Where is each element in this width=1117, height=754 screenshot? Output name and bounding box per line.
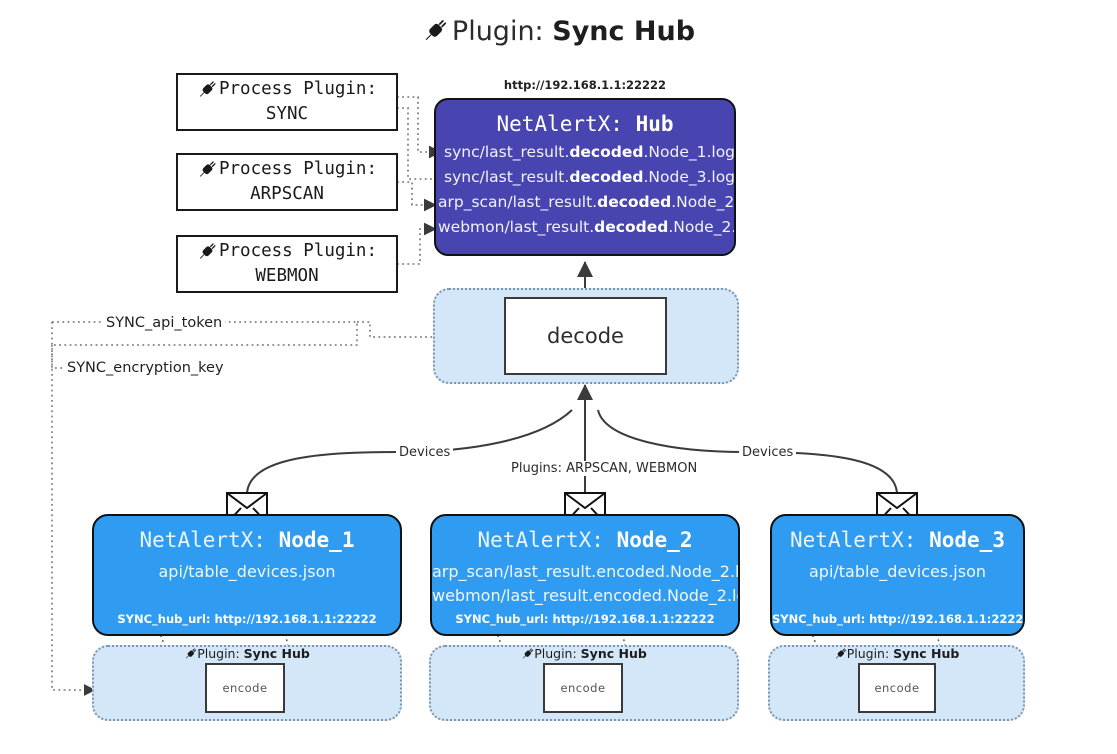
encode-box-node-1[interactable]: encode <box>205 663 285 713</box>
encode-box-node-2[interactable]: encode <box>543 663 623 713</box>
plug-icon <box>184 647 197 663</box>
encode-box-node-3[interactable]: encode <box>858 663 936 713</box>
plug-icon <box>521 647 534 663</box>
node-header-name: Node_3 <box>929 528 1005 552</box>
encode-label: encode <box>222 681 268 695</box>
node-header-name: Node_2 <box>616 528 693 552</box>
sync-encryption-key-label: SYNC_encryption_key <box>64 360 227 376</box>
node-header: NetAlertX: Node_1 <box>94 528 400 552</box>
encode-label: encode <box>874 681 920 695</box>
devices-left-label: Devices <box>396 445 454 460</box>
node-resource-line: api/table_devices.json <box>808 562 986 581</box>
log-pre: arp_scan/last_result. <box>438 193 598 211</box>
process-plugin-sync-box[interactable]: Process Plugin: SYNC <box>176 73 398 131</box>
hub-log-line: webmon/last_result.decoded.Node_2.log <box>436 218 734 236</box>
log-post: .Node_3.log <box>643 168 736 186</box>
plugin-label-name: Sync Hub <box>893 646 960 661</box>
node-header: NetAlertX: Node_2 <box>432 528 738 552</box>
node-header-name: Node_1 <box>278 528 355 552</box>
log-mid: decoded <box>597 193 672 211</box>
node-hub-url: SYNC_hub_url: http://192.168.1.1:22222 <box>117 612 377 626</box>
process-plugin-name: WEBMON <box>255 266 319 286</box>
title-name: Sync Hub <box>552 16 696 47</box>
process-plugin-webmon-box[interactable]: Process Plugin: WEBMON <box>176 235 398 293</box>
log-pre: webmon/last_result. <box>438 218 595 236</box>
encode-plugin-label-node-2: Plugin: Sync Hub <box>429 646 739 663</box>
node-header-prefix: NetAlertX: <box>477 528 604 552</box>
plug-icon <box>422 17 448 50</box>
decode-box[interactable]: decode <box>504 297 667 375</box>
hub-log-line: sync/last_result.decoded.Node_3.log <box>436 168 734 186</box>
process-plugin-title: Process Plugin: <box>218 240 378 261</box>
plug-icon <box>834 647 847 663</box>
decode-label: decode <box>547 324 624 348</box>
log-post: .Node_1.log <box>643 143 736 161</box>
node-resource-line: arp_scan/last_result.encoded.Node_2.log <box>432 562 740 581</box>
log-pre: sync/last_result. <box>444 143 570 161</box>
hub-header-prefix: NetAlertX: <box>496 112 623 136</box>
devices-right-label: Devices <box>739 445 797 460</box>
plugin-label-name: Sync Hub <box>580 646 647 661</box>
node-box-node-3[interactable]: NetAlertX: Node_3 api/table_devices.json… <box>770 514 1025 636</box>
sync-api-token-label: SYNC_api_token <box>103 315 226 331</box>
log-mid: decoded <box>594 218 669 236</box>
log-mid: decoded <box>569 143 644 161</box>
plug-icon <box>197 241 217 261</box>
process-plugin-title: Process Plugin: <box>218 78 378 99</box>
node-header: NetAlertX: Node_3 <box>772 528 1023 552</box>
process-plugin-name: ARPSCAN <box>250 184 324 204</box>
log-mid: decoded <box>569 168 644 186</box>
node-resource-line: webmon/last_result.encoded.Node_2.log <box>432 586 740 605</box>
plug-icon <box>197 79 217 99</box>
hub-log-line: arp_scan/last_result.decoded.Node_2.log <box>436 193 734 211</box>
node-box-node-1[interactable]: NetAlertX: Node_1 api/table_devices.json… <box>92 514 402 636</box>
plug-icon <box>197 159 217 179</box>
plugin-label-prefix: Plugin: <box>846 646 890 661</box>
node-resource-line: api/table_devices.json <box>158 562 336 581</box>
node-header-prefix: NetAlertX: <box>790 528 917 552</box>
plugin-label-prefix: Plugin: <box>197 646 240 661</box>
encode-plugin-label-node-3: Plugin: Sync Hub <box>768 646 1025 663</box>
encode-label: encode <box>560 681 606 695</box>
plugins-center-label: Plugins: ARPSCAN, WEBMON <box>508 461 701 476</box>
node-hub-url: SYNC_hub_url: http://192.168.1.1:22222 <box>772 612 1025 626</box>
hub-url-label: http://192.168.1.1:22222 <box>503 78 667 92</box>
log-post: .Node_2.log <box>668 218 736 236</box>
encode-plugin-label-node-1: Plugin: Sync Hub <box>92 646 402 663</box>
log-pre: sync/last_result. <box>444 168 570 186</box>
plugin-label-name: Sync Hub <box>243 646 310 661</box>
title-prefix: Plugin: <box>451 16 544 47</box>
process-plugin-arpscan-box[interactable]: Process Plugin: ARPSCAN <box>176 153 398 211</box>
plugin-label-prefix: Plugin: <box>534 646 577 661</box>
log-post: .Node_2.log <box>671 193 735 211</box>
page-title: Plugin: Sync Hub <box>0 16 1117 50</box>
process-plugin-name: SYNC <box>265 104 309 124</box>
node-header-prefix: NetAlertX: <box>139 528 266 552</box>
hub-log-line: sync/last_result.decoded.Node_1.log <box>436 143 734 161</box>
process-plugin-title: Process Plugin: <box>218 158 378 179</box>
hub-header-name: Hub <box>635 112 674 136</box>
node-box-node-2[interactable]: NetAlertX: Node_2 arp_scan/last_result.e… <box>430 514 740 636</box>
hub-header: NetAlertX: Hub <box>436 112 734 136</box>
node-hub-url: SYNC_hub_url: http://192.168.1.1:22222 <box>455 612 715 626</box>
hub-node[interactable]: NetAlertX: Hub sync/last_result.decoded.… <box>434 98 736 256</box>
